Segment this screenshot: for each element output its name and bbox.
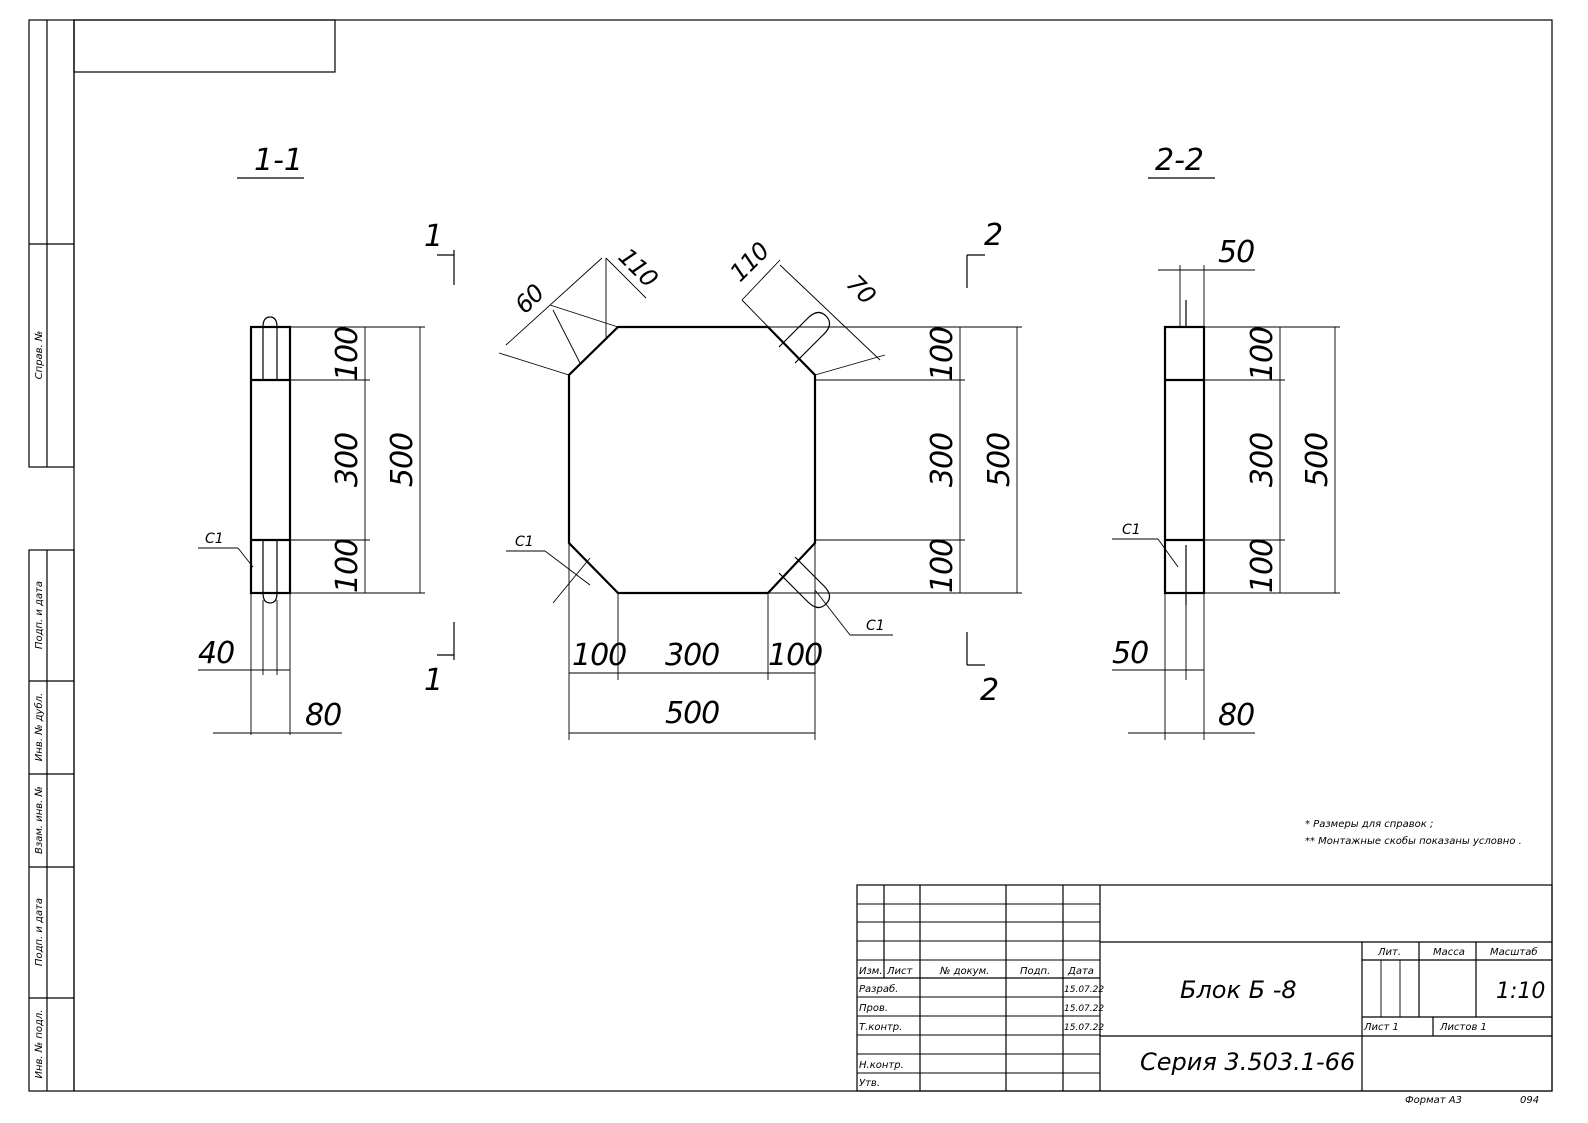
cut-2-bottom: 2 [980, 673, 999, 708]
side-label-inv-dubl: Инв. № дубл. [33, 693, 45, 761]
dim-plan-500: 500 [982, 433, 1017, 487]
tb-data: Дата [1067, 966, 1094, 977]
tb-lit: Лит. [1377, 947, 1401, 958]
section-2-title: 2-2 [1155, 143, 1204, 178]
dim-plan-h100-left: 100 [572, 638, 626, 673]
dim-2-100-top: 100 [1245, 327, 1280, 381]
tb-scale: 1:10 [1496, 979, 1545, 1004]
tb-format: Формат А3 [1405, 1095, 1462, 1106]
lifting-loop-top [262, 316, 278, 380]
chamfer-plan-right: C1 [866, 618, 885, 634]
note-1: * Размеры для справок ; [1305, 819, 1433, 830]
tb-sheet: Лист 1 [1363, 1022, 1399, 1033]
dim-2-80: 80 [1218, 698, 1254, 733]
top-left-box [73, 19, 336, 73]
tb-date2: 15.07.22 [1064, 1004, 1104, 1014]
side-label-sprav: Справ. № [34, 331, 45, 380]
tb-date3: 15.07.22 [1064, 1023, 1104, 1033]
cut-1-top: 1 [424, 219, 443, 254]
chamfer-2: C1 [1122, 522, 1141, 538]
dim-plan-110-right: 110 [724, 237, 775, 288]
dim-plan-70: 70 [841, 269, 881, 309]
tb-date1: 15.07.22 [1064, 985, 1104, 995]
dim-1-80: 80 [305, 698, 341, 733]
corner-loop-top-right [778, 311, 831, 364]
tb-code: 094 [1520, 1095, 1539, 1106]
section-2-view: 100 300 100 500 50 50 80 C1 [1112, 235, 1340, 740]
dim-plan-60: 60 [509, 279, 549, 319]
tb-nodokum: № докум. [939, 966, 989, 977]
dim-1-40: 40 [198, 636, 234, 671]
side-label-podp2: Подп. и дата [34, 898, 45, 966]
dim-2-100-bottom: 100 [1245, 539, 1280, 593]
tb-nkontr: Н.контр. [859, 1060, 904, 1071]
dim-2-50-top: 50 [1218, 235, 1254, 270]
dim-1-100-bottom: 100 [330, 539, 365, 593]
side-strip-lower [28, 549, 75, 1092]
cut-1-bottom: 1 [424, 663, 443, 698]
dim-1-100-top: 100 [330, 327, 365, 381]
tb-podp: Подп. [1020, 966, 1050, 977]
tb-masshtab: Масштаб [1490, 946, 1538, 958]
note-2: ** Монтажные скобы показаны условно . [1305, 835, 1522, 847]
chamfer-plan-left: C1 [515, 534, 534, 550]
dim-1-300: 300 [330, 433, 365, 487]
tb-razrab: Разраб. [859, 983, 898, 995]
dim-2-500: 500 [1300, 433, 1335, 487]
dim-plan-h100-right: 100 [768, 638, 822, 673]
tb-utv: Утв. [859, 1078, 880, 1089]
dim-1-500: 500 [385, 433, 420, 487]
dim-plan-h300: 300 [665, 638, 719, 673]
tb-series: Серия 3.503.1-66 [1140, 1048, 1355, 1076]
dim-2-50-bottom: 50 [1112, 636, 1148, 671]
drawing-border [73, 19, 1553, 1092]
dim-plan-100-bottom: 100 [925, 539, 960, 593]
side-label-vzam: Взам. инв. № [34, 786, 45, 854]
dim-plan-110-left: 110 [613, 242, 664, 293]
section-1-outline [249, 325, 292, 595]
octagon-outline [567, 325, 817, 595]
tb-list: Лист [886, 966, 914, 977]
section-1-title: 1-1 [254, 143, 303, 178]
section-1-view: 100 300 100 500 40 80 C1 1 1 [198, 219, 455, 735]
tb-massa: Масса [1433, 947, 1465, 958]
title-block: Изм. Лист № докум. Подп. Дата Разраб. Пр… [856, 884, 1553, 1106]
dim-plan-100-top: 100 [925, 327, 960, 381]
side-label-podp1: Подп. и дата [34, 581, 45, 649]
dim-plan-h500: 500 [665, 696, 719, 731]
plan-view: 100 300 100 500 100 300 100 500 60 110 1… [498, 237, 1022, 740]
tb-tkontr: Т.контр. [859, 1022, 902, 1033]
cut-2-top: 2 [984, 218, 1003, 253]
tb-sheets: Листов 1 [1439, 1022, 1487, 1033]
tb-izm: Изм. [859, 966, 883, 977]
dim-plan-300: 300 [925, 433, 960, 487]
section-2-outline [1163, 325, 1206, 595]
frame [73, 19, 1553, 1092]
side-label-inv-podl: Инв. № подл. [34, 1010, 45, 1079]
dim-2-300: 300 [1245, 433, 1280, 487]
chamfer-1: C1 [205, 531, 224, 547]
tb-prov: Пров. [859, 1003, 888, 1014]
lifting-loop-bottom [262, 540, 278, 604]
cut-plane-2: 2 2 [966, 218, 1003, 708]
side-strip: Справ. № Подп. и дата Инв. № дубл. Взам.… [28, 19, 75, 1092]
tb-name: Блок Б -8 [1180, 976, 1297, 1004]
corner-loop-bottom-right [778, 556, 831, 609]
